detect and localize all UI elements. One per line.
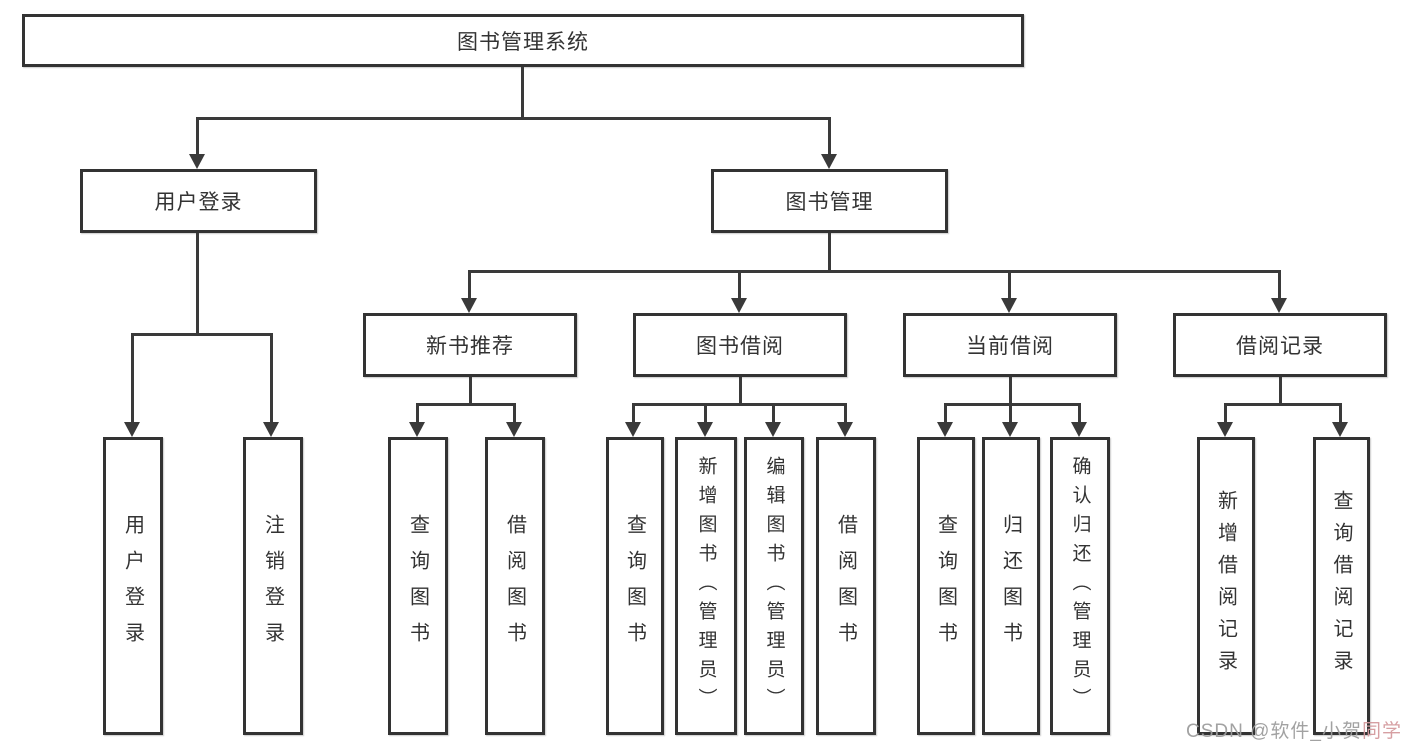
connector-login-drop-2 <box>270 333 273 423</box>
arrowhead-current-borrow <box>1001 298 1017 313</box>
leaf-confirm-return-admin: 确认归还（管理员） <box>1050 437 1110 735</box>
leaf-return-books: 归还图书 <box>982 437 1040 735</box>
connector-borrow-drop-3 <box>772 403 775 423</box>
leaf-add-borrow-record: 新增借阅记录 <box>1197 437 1255 735</box>
connector-mgmt-drop-1 <box>468 270 471 299</box>
connector-current-drop-3 <box>1078 403 1081 423</box>
leaf-logout: 注销登录 <box>243 437 303 735</box>
connector-mgmt-drop-2 <box>738 270 741 299</box>
arrowhead-records-leaf-2 <box>1332 422 1348 437</box>
connector-newbook-drop-1 <box>416 403 419 423</box>
connector-current-hline <box>945 403 1081 406</box>
connector-root-drop-left <box>196 117 199 155</box>
connector-login-vline <box>196 233 199 336</box>
arrowhead-current-leaf-3 <box>1071 422 1087 437</box>
leaf-borrow-books-recommend: 借阅图书 <box>485 437 545 735</box>
connector-login-hline <box>132 333 273 336</box>
leaf-query-books-borrow: 查询图书 <box>606 437 664 735</box>
connector-records-drop-1 <box>1224 403 1227 423</box>
arrowhead-user-login <box>189 154 205 169</box>
leaf-label: 新增图书（管理员） <box>695 455 717 717</box>
connector-newbook-drop-2 <box>513 403 516 423</box>
leaf-edit-books-admin: 编辑图书（管理员） <box>744 437 804 735</box>
connector-current-drop-2 <box>1009 403 1012 423</box>
arrowhead-newbook-leaf-1 <box>409 422 425 437</box>
connector-current-vline <box>1009 377 1012 406</box>
node-library-management-system: 图书管理系统 <box>22 14 1024 67</box>
node-book-borrow: 图书借阅 <box>633 313 847 377</box>
connector-borrow-drop-4 <box>844 403 847 423</box>
node-new-book-recommend: 新书推荐 <box>363 313 577 377</box>
leaf-label: 查询图书 <box>406 514 429 658</box>
connector-records-vline <box>1279 377 1282 406</box>
arrowhead-records-leaf-1 <box>1217 422 1233 437</box>
connector-records-drop-2 <box>1339 403 1342 423</box>
node-book-management: 图书管理 <box>711 169 948 233</box>
connector-root-drop-right <box>828 117 831 155</box>
leaf-user-login: 用户登录 <box>103 437 163 735</box>
connector-newbook-vline <box>469 377 472 406</box>
node-current-borrow: 当前借阅 <box>903 313 1117 377</box>
leaf-label: 确认归还（管理员） <box>1069 455 1091 717</box>
node-borrow-records: 借阅记录 <box>1173 313 1387 377</box>
leaf-query-books-recommend: 查询图书 <box>388 437 448 735</box>
connector-records-hline <box>1225 403 1342 406</box>
connector-root-vline <box>521 67 524 119</box>
connector-mgmt-vline <box>828 233 831 273</box>
node-label: 新书推荐 <box>426 335 514 358</box>
arrowhead-login-leaf-1 <box>124 422 140 437</box>
connector-login-drop-1 <box>131 333 134 423</box>
leaf-borrow-books: 借阅图书 <box>816 437 876 735</box>
arrowhead-login-leaf-2 <box>263 422 279 437</box>
watermark-accent-text: 同学 <box>1361 721 1402 742</box>
connector-borrow-drop-1 <box>632 403 635 423</box>
leaf-label: 查询借阅记录 <box>1330 490 1352 682</box>
arrowhead-current-leaf-1 <box>937 422 953 437</box>
leaf-label: 查询图书 <box>623 514 646 658</box>
leaf-label: 借阅图书 <box>834 514 857 658</box>
leaf-label: 借阅图书 <box>503 514 526 658</box>
arrowhead-borrow-leaf-4 <box>837 422 853 437</box>
leaf-label: 新增借阅记录 <box>1214 490 1237 682</box>
leaf-label: 查询图书 <box>934 514 957 658</box>
connector-root-hline <box>197 117 831 120</box>
leaf-label: 归还图书 <box>999 514 1022 658</box>
connector-current-drop-1 <box>944 403 947 423</box>
node-label: 图书管理系统 <box>457 30 589 54</box>
csdn-watermark: CSDN @软件_小贺同学 <box>1186 716 1402 743</box>
leaf-label: 编辑图书（管理员） <box>763 455 785 717</box>
node-label: 借阅记录 <box>1236 335 1324 358</box>
connector-borrow-vline <box>739 377 742 406</box>
arrowhead-book-management <box>821 154 837 169</box>
watermark-text: CSDN @软件_小贺 <box>1186 721 1362 742</box>
arrowhead-newbook-leaf-2 <box>506 422 522 437</box>
leaf-query-borrow-record: 查询借阅记录 <box>1313 437 1370 735</box>
node-label: 图书管理 <box>785 191 874 214</box>
node-user-login: 用户登录 <box>80 169 317 233</box>
connector-newbook-hline <box>417 403 516 406</box>
leaf-label: 用户登录 <box>121 514 144 658</box>
arrowhead-borrow-leaf-2 <box>697 422 713 437</box>
leaf-label: 注销登录 <box>261 514 284 658</box>
leaf-add-books-admin: 新增图书（管理员） <box>675 437 737 735</box>
leaf-query-books-current: 查询图书 <box>917 437 975 735</box>
connector-mgmt-drop-4 <box>1278 270 1281 299</box>
connector-borrow-hline <box>633 403 847 406</box>
node-label: 当前借阅 <box>966 335 1054 358</box>
arrowhead-current-leaf-2 <box>1002 422 1018 437</box>
connector-mgmt-drop-3 <box>1008 270 1011 299</box>
arrowhead-borrow-leaf-1 <box>625 422 641 437</box>
node-label: 用户登录 <box>154 191 243 214</box>
arrowhead-book-borrow <box>731 298 747 313</box>
node-label: 图书借阅 <box>696 335 784 358</box>
arrowhead-new-book <box>461 298 477 313</box>
connector-mgmt-hline <box>469 270 1281 273</box>
arrowhead-borrow-leaf-3 <box>765 422 781 437</box>
arrowhead-borrow-records <box>1271 298 1287 313</box>
connector-borrow-drop-2 <box>704 403 707 423</box>
